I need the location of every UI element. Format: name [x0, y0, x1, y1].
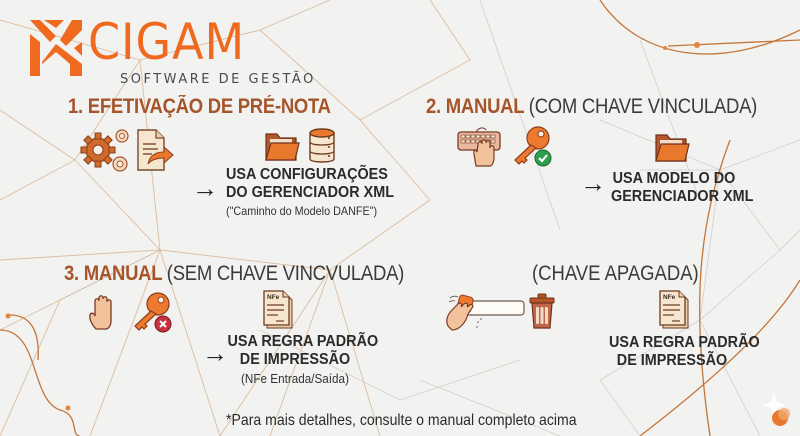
trash-icon: [529, 293, 555, 329]
section-2-number: 2.: [426, 95, 441, 118]
section-1-result-line-2: DO GERENCIADOR XML: [226, 184, 395, 201]
nfe-label: NFe: [663, 294, 676, 301]
database-icon: [309, 128, 335, 163]
section-4-result: USA REGRA PADRÃO DE IMPRESSÃO: [602, 334, 760, 370]
section-3-result-line-1: USA REGRA PADRÃO: [227, 333, 379, 350]
section-2-subtitle: (COM CHAVE VINCULADA): [528, 95, 758, 118]
nfe-label: NFe: [267, 294, 280, 301]
cigam-logo: CIGAM SOFTWARE DE GESTÃO: [30, 13, 313, 87]
section-3-title: MANUAL: [83, 262, 162, 285]
section-1-result: USA CONFIGURAÇÕES DO GERENCIADOR XML ("C…: [218, 166, 395, 218]
document-export-icon: [137, 129, 174, 171]
section-2-result-line-1: USA MODELO DO: [612, 170, 736, 187]
section-3-result: USA REGRA PADRÃO DE IMPRESSÃO (NFe Entra…: [220, 333, 379, 386]
cigam-house-logo-icon: [30, 20, 82, 76]
sparkle-watermark-icon: [762, 392, 790, 426]
section-2-result: USA MODELO DO GERENCIADOR XML: [604, 170, 754, 206]
section-3-subtitle: (SEM CHAVE VINCVULADA): [166, 262, 405, 285]
section-4-result-line-1: USA REGRA PADRÃO: [609, 334, 760, 351]
hand-icon: [89, 295, 112, 330]
section-1-result-line-1: USA CONFIGURAÇÕES: [226, 166, 388, 183]
section-2-arrow: →: [580, 168, 606, 198]
eraser-field-icon: [446, 294, 525, 331]
key-check-icon: [514, 126, 552, 167]
gears-icon: [80, 129, 129, 172]
footnote: *Para mais detalhes, consulte o manual c…: [226, 412, 577, 429]
folder-icon: [265, 133, 300, 161]
keyboard-typing-icon: [457, 127, 501, 167]
section-3-number: 3.: [64, 262, 79, 285]
brand-tagline: SOFTWARE DE GESTÃO: [120, 72, 316, 87]
section-3-result-note: (NFe Entrada/Saída): [241, 371, 349, 386]
section-1-result-note: ("Caminho do Modelo DANFE"): [226, 204, 378, 218]
section-2-heading: 2. MANUAL (COM CHAVE VINCULADA): [426, 95, 757, 119]
brand-name: CIGAM: [88, 13, 246, 71]
key-cross-icon: [134, 292, 172, 333]
section-3-arrow: →: [202, 338, 228, 368]
section-1-arrow: →: [192, 173, 218, 203]
section-1-heading: 1. EFETIVAÇÃO DE PRÉ-NOTA: [68, 95, 331, 119]
nfe-document-icon: NFe: [263, 290, 293, 329]
section-1-title: EFETIVAÇÃO DE PRÉ-NOTA: [87, 95, 331, 118]
folder-icon: [655, 134, 690, 162]
section-2-title: MANUAL: [445, 95, 524, 118]
section-2-result-line-2: GERENCIADOR XML: [611, 188, 754, 205]
section-1-number: 1.: [68, 95, 83, 118]
section-4-result-line-2: DE IMPRESSÃO: [616, 352, 728, 369]
section-3-result-line-2: DE IMPRESSÃO: [239, 351, 351, 368]
section-3-heading: 3. MANUAL (SEM CHAVE VINCVULADA): [64, 262, 404, 286]
section-4-heading: (CHAVE APAGADA): [532, 262, 699, 285]
nfe-document-icon: NFe: [659, 290, 689, 329]
